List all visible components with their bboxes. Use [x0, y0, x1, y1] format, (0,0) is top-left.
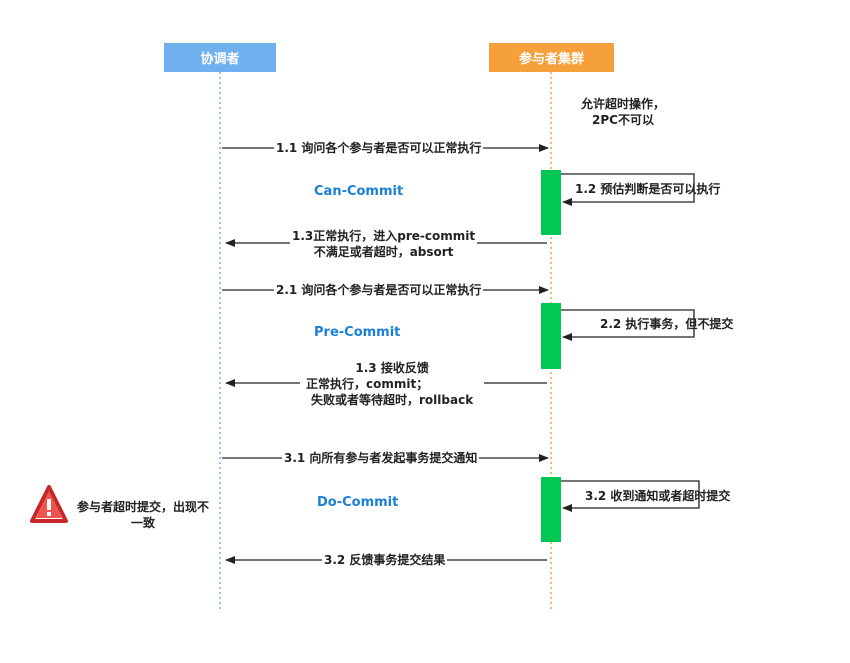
message-2-3-line1: 1.3 接收反馈 [355, 361, 429, 375]
arrow-3-2-self [561, 480, 700, 512]
warning-icon [30, 485, 68, 523]
message-2-3-line2: 正常执行，commit； [306, 377, 429, 391]
coordinator-header: 协调者 [164, 43, 276, 72]
timeout-note-line2: 2PC不可以 [592, 113, 654, 127]
participants-header: 参与者集群 [489, 43, 614, 72]
message-2-3-line3: 失败或者等待超时，rollback [311, 393, 474, 407]
arrow-2-2 [561, 309, 695, 341]
phase-can-commit: Can-Commit [314, 184, 404, 199]
activation-bar-can-commit [541, 170, 561, 235]
timeout-note-line1: 允许超时操作， [580, 97, 665, 111]
message-2-3: 1.3 接收反馈 正常执行，commit； 失败或者等待超时，rollback [300, 360, 485, 408]
activation-bar-pre-commit [541, 303, 561, 369]
message-3-2-self: 3.2 收到通知或者超时提交 [585, 489, 731, 503]
warning-note: 参与者超时提交，出现不 一致 [68, 499, 218, 531]
message-2-1: 2.1 询问各个参与者是否可以正常执行 [274, 282, 484, 298]
message-1-1: 1.1 询问各个参与者是否可以正常执行 [274, 140, 484, 156]
message-3-1: 3.1 向所有参与者发起事务提交通知 [282, 450, 480, 466]
timeout-note: 允许超时操作， 2PC不可以 [568, 96, 678, 128]
message-1-2: 1.2 预估判断是否可以执行 [575, 182, 721, 196]
phase-do-commit: Do-Commit [317, 495, 399, 510]
activation-bar-do-commit [541, 477, 561, 542]
phase-pre-commit: Pre-Commit [314, 325, 401, 340]
message-1-3-line2: 不满足或者超时，absort [313, 245, 454, 259]
message-1-3: 1.3正常执行，进入pre-commit 不满足或者超时，absort [290, 228, 478, 260]
warning-note-line2: 一致 [130, 516, 155, 530]
message-1-3-line1: 1.3正常执行，进入pre-commit [292, 229, 476, 243]
arrow-1-2 [561, 173, 695, 206]
message-3-2-return: 3.2 反馈事务提交结果 [322, 552, 448, 568]
message-2-2: 2.2 执行事务，但不提交 [600, 317, 734, 331]
warning-note-line1: 参与者超时提交，出现不 [76, 500, 209, 514]
